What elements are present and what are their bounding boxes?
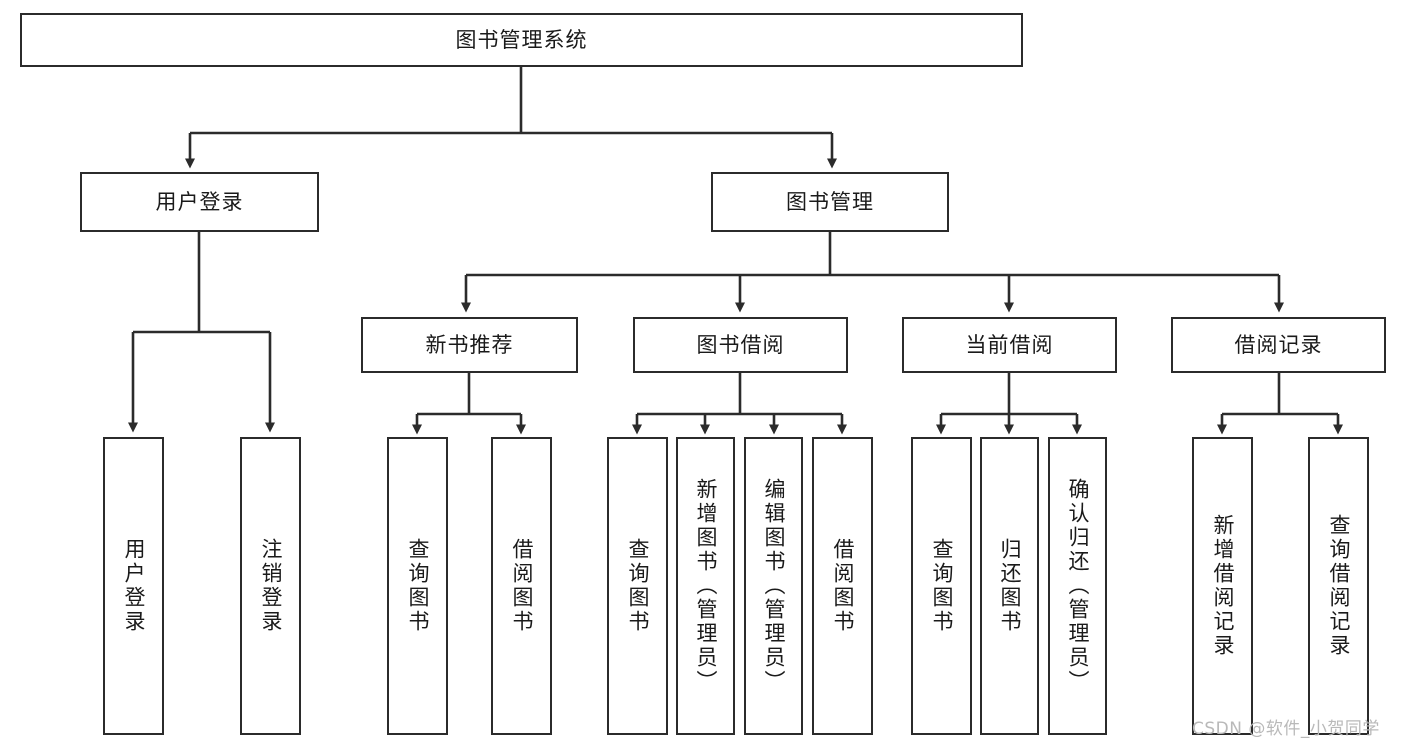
node-new-book-recommend[interactable]: 新书推荐 [361,317,578,373]
node-label: 用户登录 [122,538,146,634]
node-label: 注销登录 [259,538,283,634]
node-current-borrow[interactable]: 当前借阅 [902,317,1117,373]
leaf-edit-book[interactable]: 编辑图书（管理员） [744,437,803,735]
leaf-user-login[interactable]: 用户登录 [103,437,164,735]
node-label: 查询图书 [626,538,650,634]
node-label: 新增图书（管理员） [694,478,718,694]
leaf-borrow-book[interactable]: 借阅图书 [812,437,873,735]
leaf-add-book[interactable]: 新增图书（管理员） [676,437,735,735]
node-label: 查询借阅记录 [1327,514,1351,658]
node-label: 图书管理系统 [455,27,588,52]
node-label: 图书借阅 [696,332,785,357]
node-label: 用户登录 [155,189,244,214]
node-borrow-record[interactable]: 借阅记录 [1171,317,1386,373]
node-label: 新书推荐 [425,332,514,357]
leaf-add-borrow-record[interactable]: 新增借阅记录 [1192,437,1253,735]
node-user-login[interactable]: 用户登录 [80,172,319,232]
csdn-watermark: CSDN @软件_小贺同学 [1192,719,1380,739]
node-label: 确认归还（管理员） [1066,478,1090,694]
leaf-borrow-book-recommend[interactable]: 借阅图书 [491,437,552,735]
node-label: 借阅记录 [1234,332,1323,357]
node-label: 归还图书 [998,538,1022,634]
node-label: 新增借阅记录 [1211,514,1235,658]
node-label: 编辑图书（管理员） [762,478,786,694]
node-label: 借阅图书 [510,538,534,634]
node-book-manage[interactable]: 图书管理 [711,172,949,232]
node-book-borrow[interactable]: 图书借阅 [633,317,848,373]
leaf-confirm-return[interactable]: 确认归还（管理员） [1048,437,1107,735]
node-label: 查询图书 [930,538,954,634]
leaf-query-borrow-record[interactable]: 查询借阅记录 [1308,437,1369,735]
leaf-query-book-current[interactable]: 查询图书 [911,437,972,735]
leaf-query-book-borrow[interactable]: 查询图书 [607,437,668,735]
leaf-user-logout[interactable]: 注销登录 [240,437,301,735]
node-label: 查询图书 [406,538,430,634]
node-label: 借阅图书 [831,538,855,634]
node-root-system[interactable]: 图书管理系统 [20,13,1023,67]
leaf-query-book-recommend[interactable]: 查询图书 [387,437,448,735]
node-label: 当前借阅 [965,332,1054,357]
leaf-return-book[interactable]: 归还图书 [980,437,1039,735]
node-label: 图书管理 [786,189,874,214]
